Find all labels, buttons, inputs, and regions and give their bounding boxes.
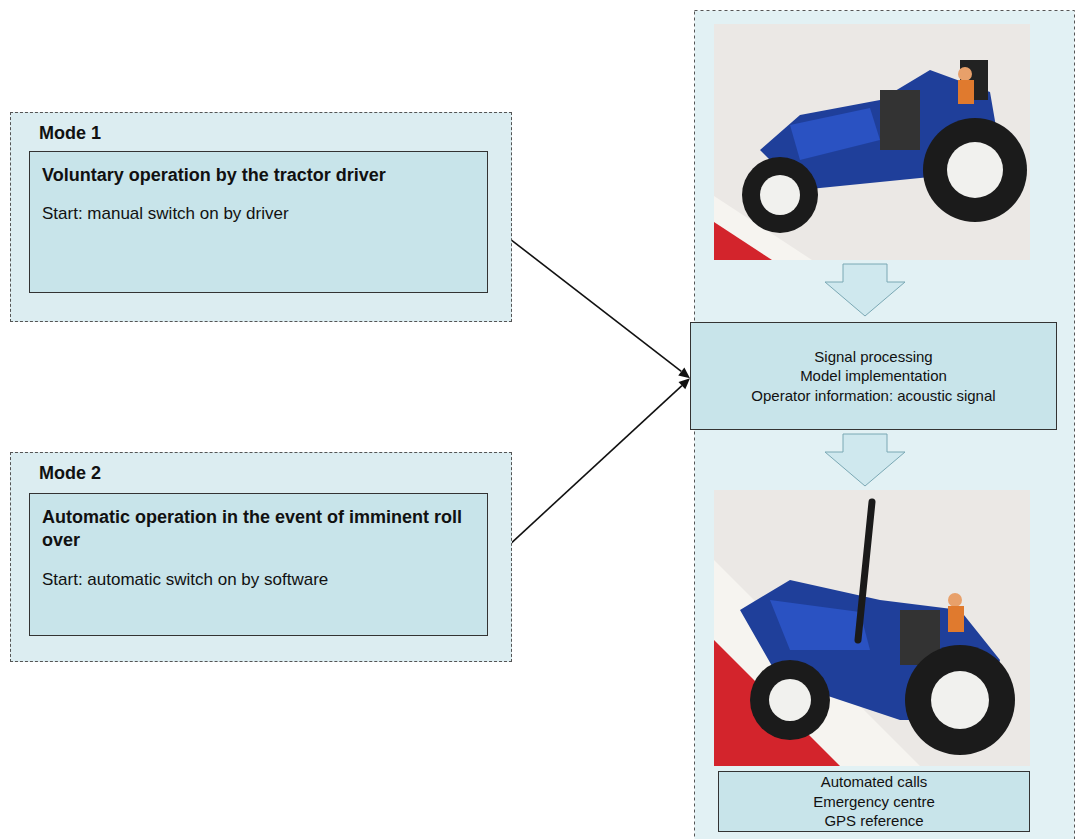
box-heading: Automatic operation in the event of immi… — [42, 506, 475, 553]
flow-arrow — [825, 434, 905, 486]
mode-heading: Mode 2 — [39, 463, 499, 484]
box-body: Start: automatic switch on by software — [42, 569, 475, 591]
box-line: Signal processing — [699, 347, 1048, 367]
tractor-photo-rops-raised — [714, 490, 1030, 766]
output-box: Automated callsEmergency centreGPS refer… — [718, 771, 1030, 832]
mode-panel: Mode 2 Automatic operation in the event o… — [10, 452, 512, 662]
box-line: GPS reference — [727, 811, 1021, 831]
mode-heading: Mode 1 — [39, 123, 499, 144]
box-heading: Voluntary operation by the tractor drive… — [42, 164, 475, 187]
box-line: Automated calls — [727, 772, 1021, 792]
connector-arrow — [488, 222, 690, 378]
tractor-photo-upright — [714, 24, 1030, 260]
mode-box: Automatic operation in the event of immi… — [29, 493, 488, 636]
box-body: Start: manual switch on by driver — [42, 203, 475, 225]
connector-arrow — [488, 378, 690, 564]
mode-panel: Mode 1 Voluntary operation by the tractor… — [10, 112, 512, 322]
flow-arrow — [825, 264, 905, 316]
box-line: Emergency centre — [727, 792, 1021, 812]
box-line: Operator information: acoustic signal — [699, 386, 1048, 406]
box-line: Model implementation — [699, 366, 1048, 386]
process-box: Signal processingModel implementationOpe… — [690, 322, 1057, 430]
mode-box: Voluntary operation by the tractor drive… — [29, 151, 488, 293]
